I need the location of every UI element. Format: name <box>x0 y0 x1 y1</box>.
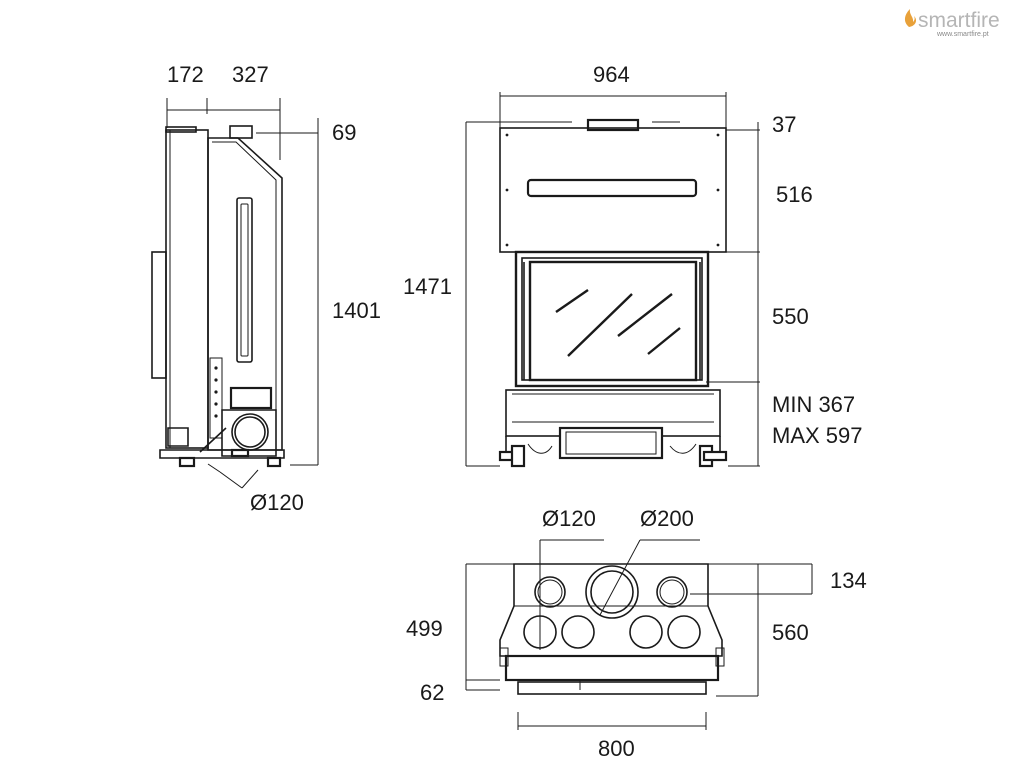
top-dim-rear-offset: 134 <box>830 568 867 593</box>
flame-icon <box>904 9 917 27</box>
top-dim-flue-outlet: Ø200 <box>640 506 694 531</box>
top-dim-front-offset: 62 <box>420 680 444 705</box>
side-hole-row <box>209 357 223 439</box>
side-view: 172 327 69 1401 Ø120 <box>151 62 381 515</box>
front-dim-glass-height: 550 <box>772 304 809 329</box>
side-dim-depth-body: 327 <box>232 62 269 87</box>
front-dim-top-collar: 37 <box>772 112 796 137</box>
front-legs <box>498 436 728 468</box>
brand-logo: smartfire www.smartfire.pt <box>904 9 1000 38</box>
top-dim-small-outlet: Ø120 <box>542 506 596 531</box>
brand-name-part1: smart <box>918 9 971 32</box>
side-dim-top-offset: 69 <box>332 120 356 145</box>
brand-name-part2: fire <box>971 9 1000 32</box>
front-view: 964 37 516 1471 550 MIN 367 MAX 597 <box>403 62 863 468</box>
top-view: Ø120 Ø200 134 499 560 62 800 <box>406 506 867 761</box>
side-dim-outlet-diameter: Ø120 <box>250 490 304 515</box>
top-dim-depth-total: 560 <box>772 620 809 645</box>
top-dim-width-base: 800 <box>598 736 635 761</box>
front-dim-base-min: MIN 367 <box>772 392 855 417</box>
side-dim-height: 1401 <box>332 298 381 323</box>
svg-text:smartfire: smartfire <box>918 9 1000 32</box>
brand-url: www.smartfire.pt <box>936 31 989 38</box>
side-dim-depth-front: 172 <box>167 62 204 87</box>
front-dim-total-height: 1471 <box>403 274 452 299</box>
top-rear-outlets <box>534 565 688 619</box>
front-dim-width: 964 <box>593 62 630 87</box>
front-dim-base-max: MAX 597 <box>772 423 863 448</box>
top-dim-depth-body: 499 <box>406 616 443 641</box>
top-front-outlets <box>523 615 701 649</box>
front-dim-hood-height: 516 <box>776 182 813 207</box>
